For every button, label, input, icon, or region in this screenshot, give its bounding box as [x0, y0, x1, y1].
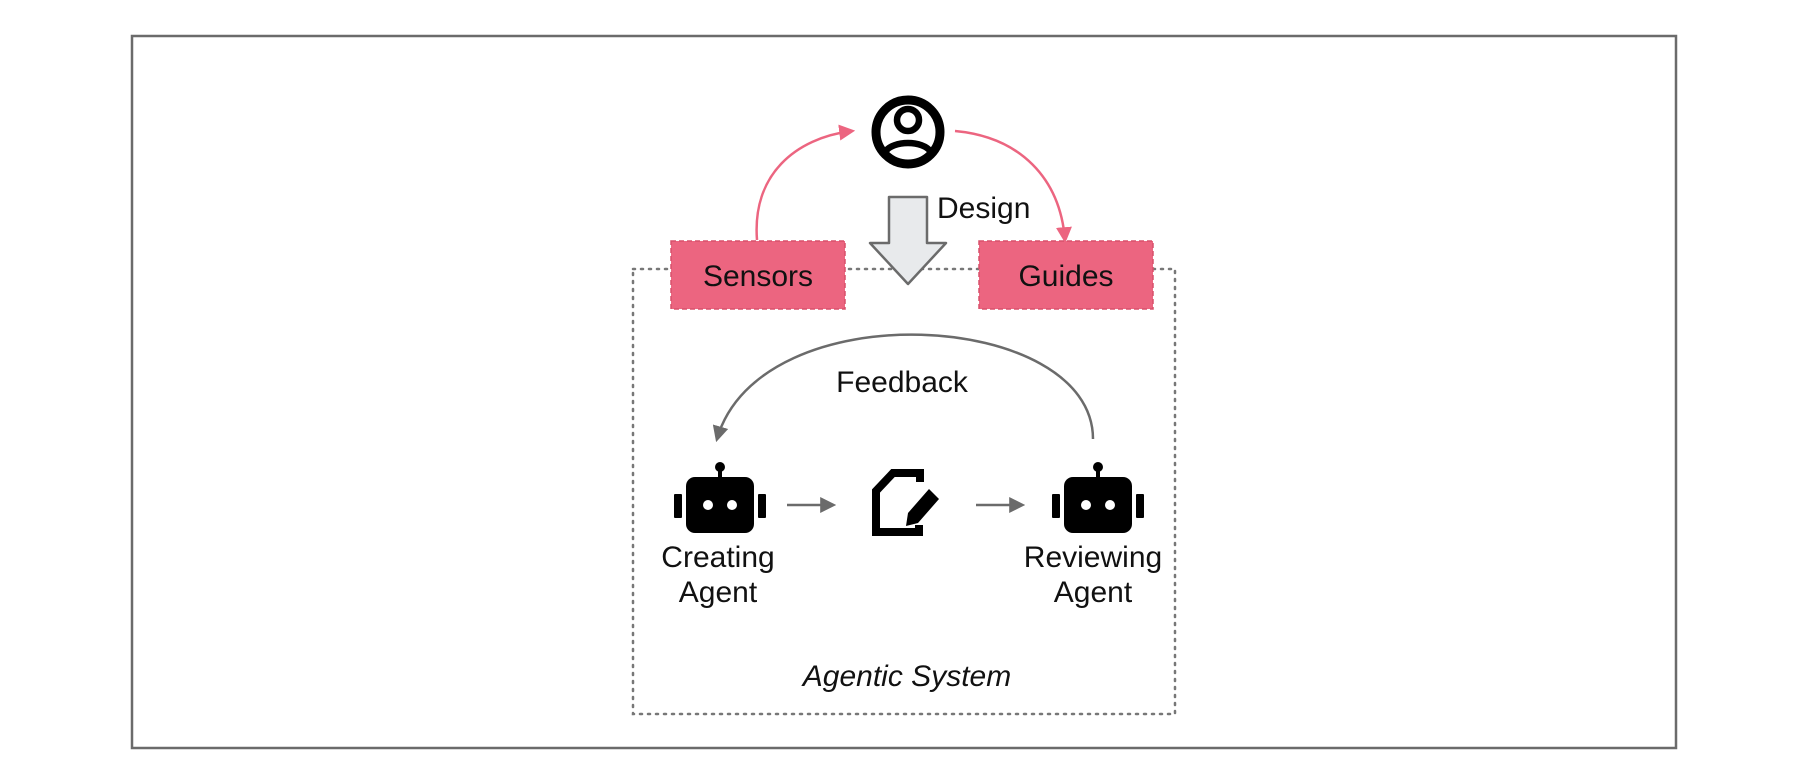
- feedback-arrow: [712, 333, 1095, 443]
- sensors-box: Sensors: [670, 240, 846, 310]
- guides-box: Guides: [978, 240, 1154, 310]
- feedback-label: Feedback: [836, 366, 969, 399]
- outer-frame: [130, 34, 1678, 750]
- robot-icon: [1052, 462, 1144, 533]
- sensors-to-user-arrow: [755, 124, 856, 241]
- creating-agent-label-line1: Creating: [661, 541, 774, 574]
- design-label: Design: [937, 192, 1030, 225]
- reviewing-agent-label-line1: Reviewing: [1024, 541, 1162, 574]
- robot-icon: [674, 462, 766, 533]
- agentic-system-label: Agentic System: [801, 660, 1011, 693]
- sensors-label: Sensors: [703, 260, 813, 293]
- creating-agent-label-line2: Agent: [679, 576, 758, 609]
- user-circle-icon: [871, 95, 945, 169]
- reviewing-agent-label-line2: Agent: [1054, 576, 1133, 609]
- user-to-guides-arrow: [954, 129, 1072, 244]
- design-arrow: [868, 195, 948, 286]
- document-edit-icon: [872, 469, 939, 536]
- guides-label: Guides: [1018, 260, 1113, 293]
